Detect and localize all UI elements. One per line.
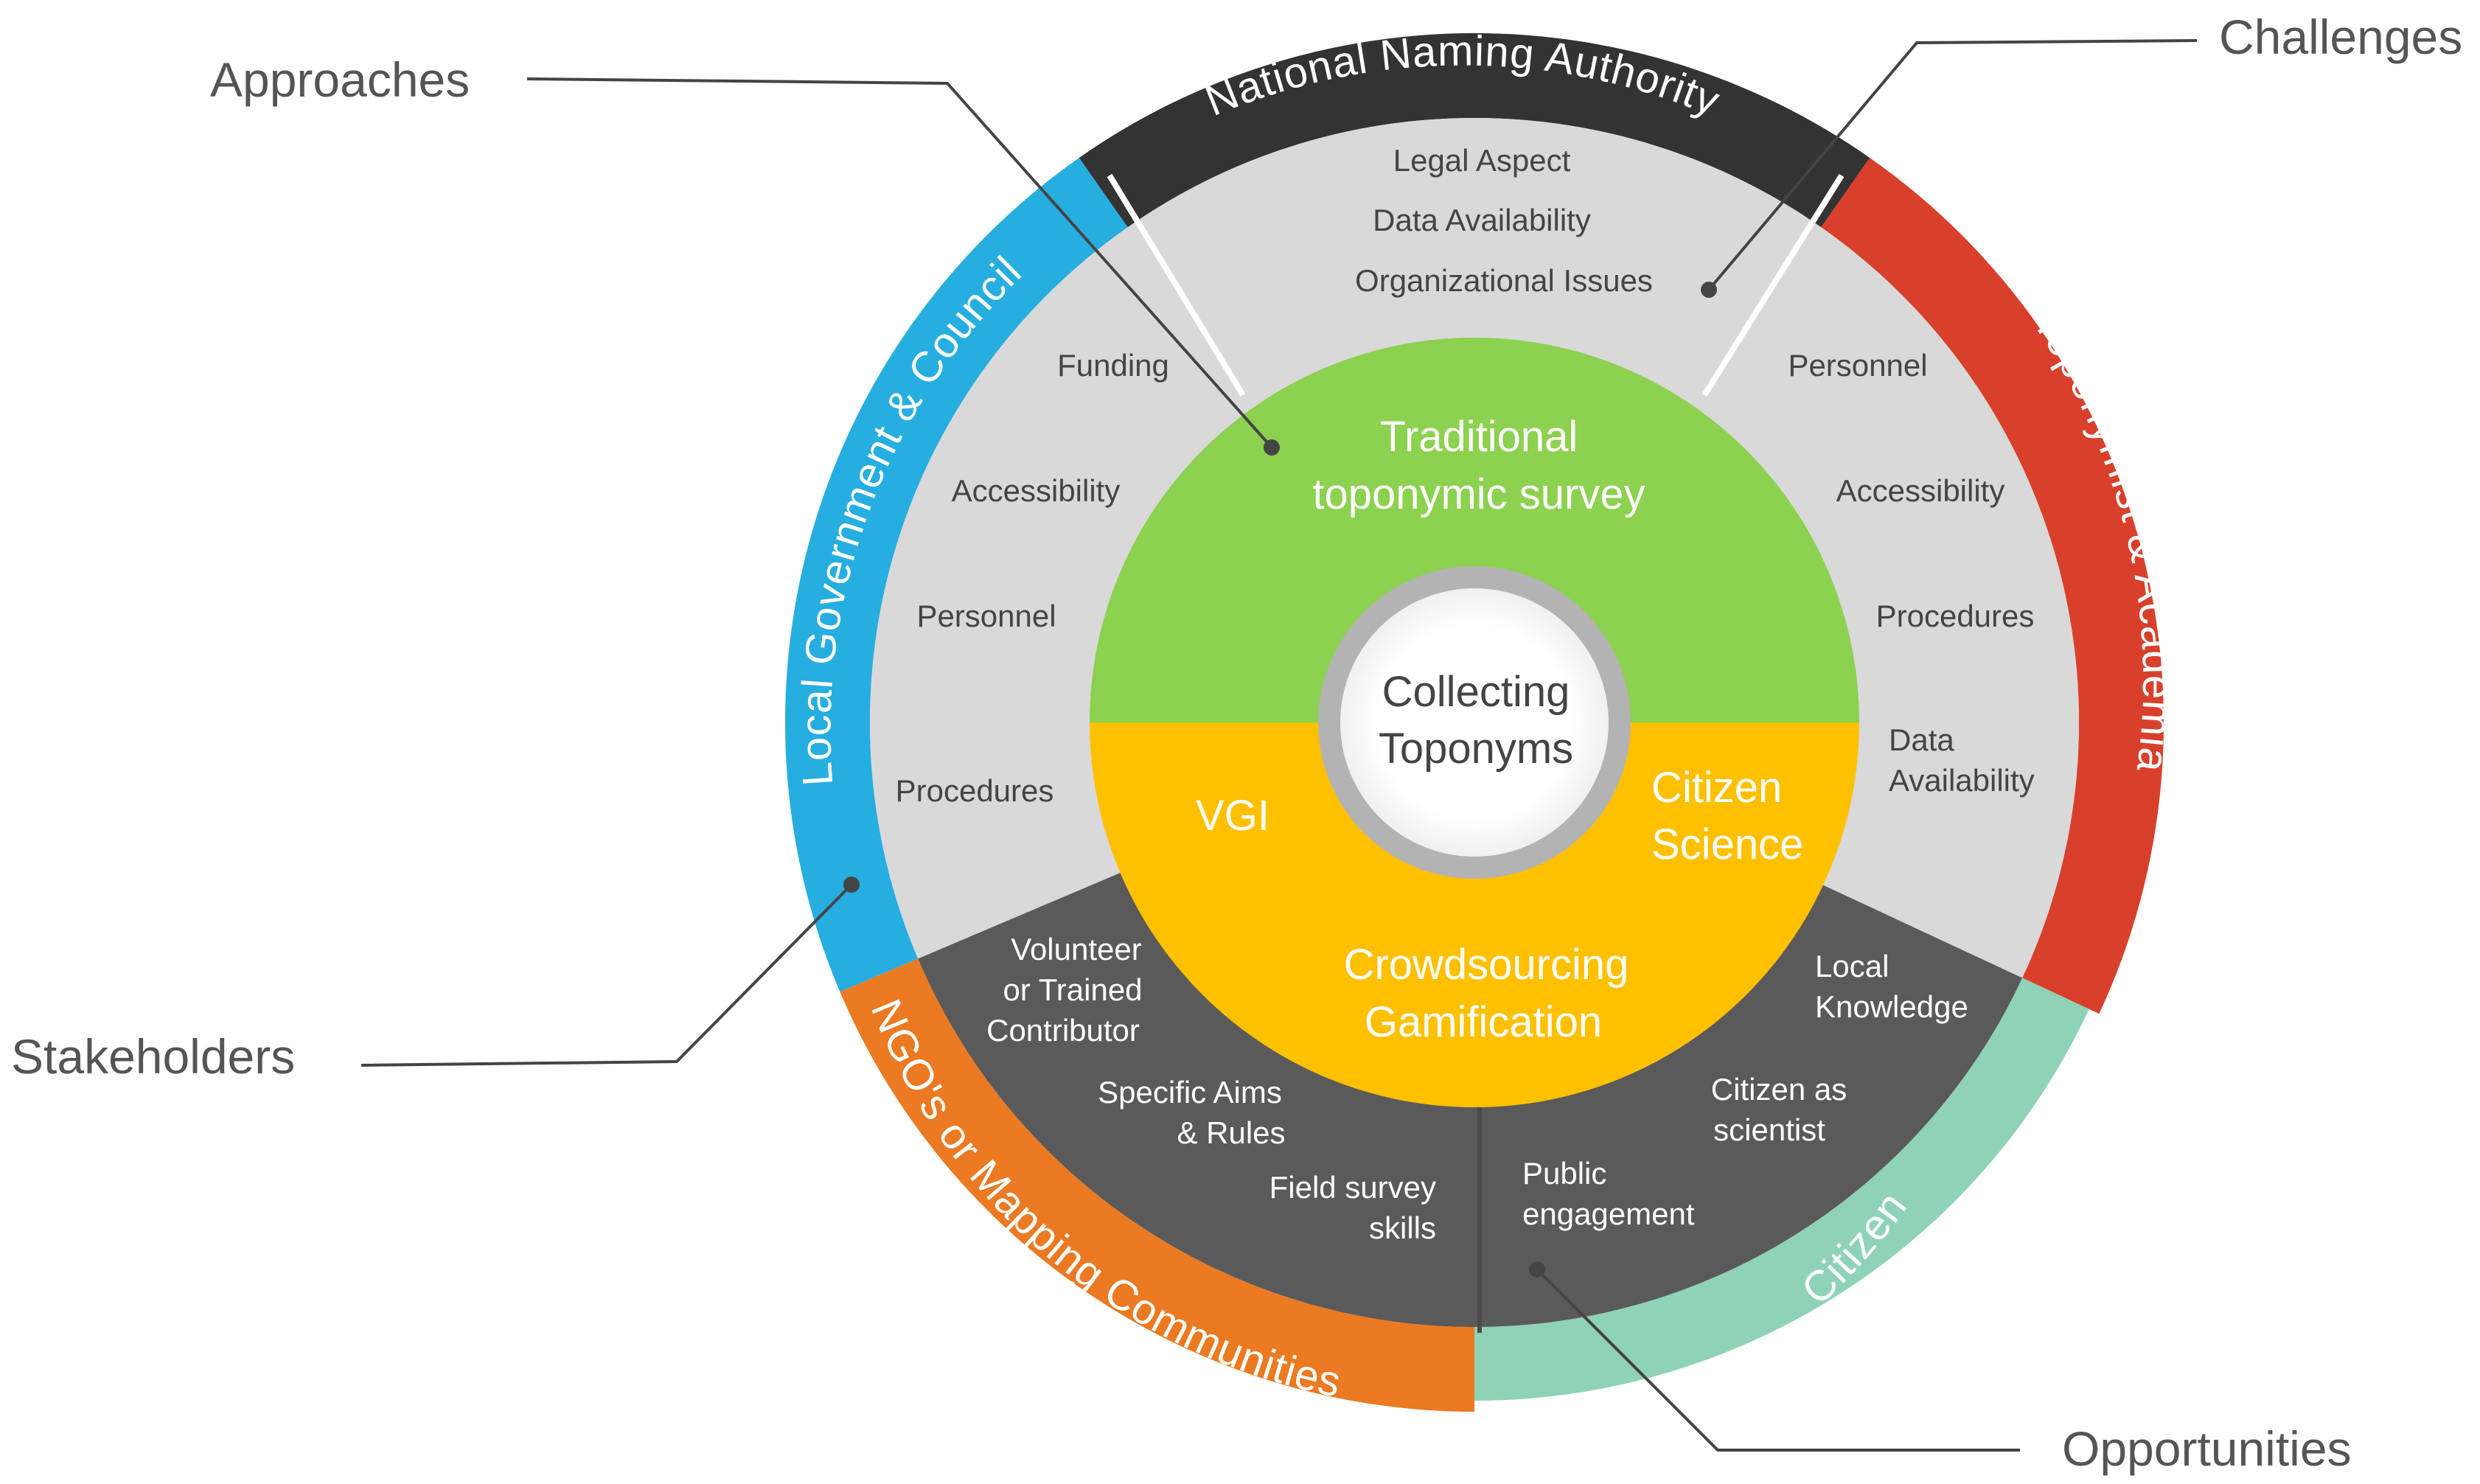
callout-approaches: Approaches [210,52,470,107]
traditional-survey-half [1090,338,1859,722]
challenges-top: Legal Aspect Data Availability Organizat… [1355,143,1653,298]
approach-citizen-science-line1: Citizen [1651,764,1782,812]
leader-opportunities-dot [1529,1261,1545,1278]
approach-crowdsourcing-line2: Gamification [1365,998,1602,1046]
opp-volunteer-line1: Volunteer [1011,932,1141,966]
stakeholder-ring [785,33,2164,1412]
ngo-mapping-communities-segment [840,958,1474,1412]
opp-local-knowledge-line1: Local [1815,949,1889,983]
citizen-segment [1474,978,2089,1401]
challenge-data-availability-right-line2: Availability [1889,763,2035,798]
band-divider-left [1107,173,1246,397]
leader-approaches [526,77,1273,449]
callout-opportunities: Opportunities [2062,1421,2352,1476]
challenge-accessibility-right: Accessibility [1836,473,2005,508]
leader-approaches-dot [1264,439,1280,456]
challenge-accessibility-left: Accessibility [952,473,1121,508]
challenge-procedures-right: Procedures [1876,599,2035,633]
approach-traditional-line2: toponymic survey [1312,470,1645,518]
opp-citizen-scientist-line1: Citizen as [1711,1072,1847,1107]
opp-field-survey-line1: Field survey [1269,1170,1436,1205]
opp-specific-aims-line2: & Rules [1177,1115,1285,1150]
toponymist-academia-segment [1821,158,2164,1014]
opp-field-survey-line2: skills [1369,1210,1436,1245]
callout-challenges: Challenges [2219,10,2462,64]
approaches-disk [1090,338,1859,1107]
national-naming-authority-segment [1079,33,1870,228]
opp-volunteer-line2: or Trained [1003,972,1142,1007]
leader-challenges [1707,39,2198,291]
crowdsourcing-half [1090,722,1859,1107]
center-label-line2: Toponyms [1379,725,1573,773]
challenge-personnel-left: Personnel [916,599,1056,633]
center-disk [1340,588,1609,857]
band-divider-right [1701,173,1845,397]
opp-specific-aims-line1: Specific Aims [1098,1075,1282,1109]
challenge-legal-aspect: Legal Aspect [1393,143,1571,178]
challenges-band [869,117,2079,978]
approach-crowdsourcing-line1: Crowdsourcing [1344,941,1629,989]
challenge-data-availability-right-line1: Data [1889,722,1954,757]
challenges-band-top [869,117,2079,978]
callout-leaders [360,39,2198,1452]
challenge-organizational-issues: Organizational Issues [1355,263,1653,298]
opportunities-text: Volunteer or Trained Contributor Specifi… [986,932,1968,1245]
opp-volunteer-line3: Contributor [986,1013,1140,1048]
opp-local-knowledge-line2: Knowledge [1815,989,1968,1024]
challenges-right: Personnel Accessibility Procedures Data … [1788,348,2034,798]
challenge-data-availability-top: Data Availability [1373,203,1591,237]
approach-traditional-line1: Traditional [1380,413,1578,461]
local-government-segment [785,158,1128,992]
approach-vgi: VGI [1196,792,1269,840]
opp-citizen-scientist-line2: scientist [1713,1112,1825,1147]
challenge-personnel-right: Personnel [1788,348,1927,383]
leader-challenges-dot [1701,282,1717,298]
approaches-text: Traditional toponymic survey VGI Citizen… [1196,413,1803,1046]
opp-public-engagement-line1: Public [1522,1156,1606,1191]
center-label-line1: Collecting [1382,668,1570,716]
leader-stakeholders [360,883,853,1067]
challenge-procedures-left: Procedures [896,773,1054,808]
challenges-left: Funding Accessibility Personnel Procedur… [896,348,1169,808]
callout-stakeholders: Stakeholders [11,1029,295,1084]
leader-stakeholders-dot [843,877,860,893]
leader-opportunities [1536,1268,2020,1452]
opp-public-engagement-line2: engagement [1522,1196,1695,1231]
challenge-funding: Funding [1057,348,1169,383]
approach-citizen-science-line2: Science [1651,821,1803,868]
